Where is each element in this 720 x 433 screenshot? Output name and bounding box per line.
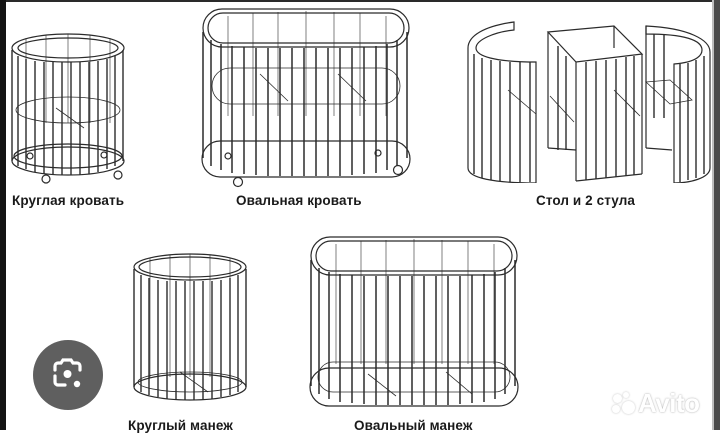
camera-search-icon xyxy=(53,358,82,388)
caption-round-bed: Круглая кровать xyxy=(12,193,125,208)
frame-left-border xyxy=(0,0,6,430)
caption-oval-bed: Овальная кровать xyxy=(236,193,362,208)
round-playpen-illustration xyxy=(128,250,252,404)
caption-round-playpen: Круглый манеж xyxy=(128,418,233,433)
oval-bed-illustration xyxy=(198,6,414,188)
caption-table-and-chairs: Стол и 2 стула xyxy=(536,193,635,208)
oval-playpen-illustration xyxy=(306,234,522,410)
avito-watermark: Avito xyxy=(612,388,700,419)
round-bed-illustration xyxy=(6,28,130,188)
avito-dots-icon xyxy=(612,391,636,416)
frame-right-inner-border xyxy=(712,0,714,430)
frame-right-border xyxy=(714,0,720,430)
caption-oval-playpen: Овальный манеж xyxy=(354,418,473,433)
frame-top-border xyxy=(0,0,720,2)
avito-text: Avito xyxy=(638,388,700,418)
table-and-chairs-illustration xyxy=(464,18,714,183)
lens-search-button[interactable] xyxy=(33,340,103,410)
